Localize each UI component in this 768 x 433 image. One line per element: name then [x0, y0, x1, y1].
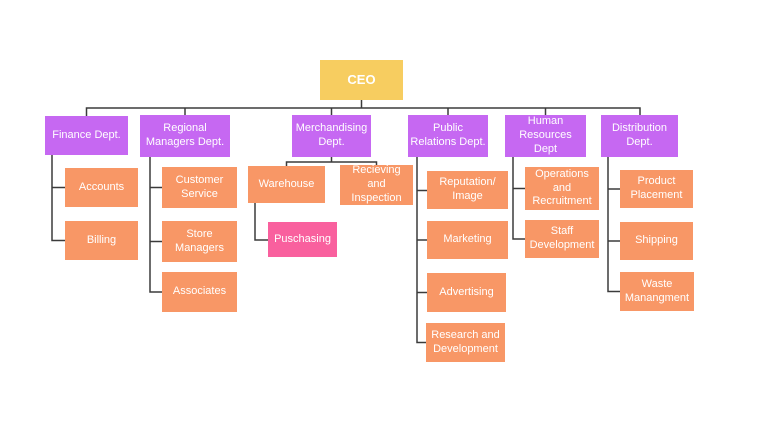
org-node-finance-dept[interactable]: Finance Dept.	[45, 116, 128, 155]
org-node-merchandising-dept[interactable]: Merchandising Dept.	[292, 115, 371, 157]
org-node-public-relations-dept[interactable]: Public Relations Dept.	[408, 115, 488, 157]
org-node-customer-service[interactable]: Customer Service	[162, 167, 237, 208]
org-node-product-placement[interactable]: Product Placement	[620, 170, 693, 208]
org-node-puschasing[interactable]: Puschasing	[268, 222, 337, 257]
org-node-ceo[interactable]: CEO	[320, 60, 403, 100]
org-node-human-resources-dept[interactable]: Human Resources Dept	[505, 115, 586, 157]
org-node-accounts[interactable]: Accounts	[65, 168, 138, 207]
connector-distribution-children	[607, 157, 620, 293]
connector-public-relations-children	[416, 157, 427, 344]
org-node-recieving-and-inspection[interactable]: Recieving and Inspection	[340, 164, 413, 205]
org-node-operations-and-recruitment[interactable]: Operations and Recruitment	[525, 167, 599, 210]
org-node-shipping[interactable]: Shipping	[620, 222, 693, 260]
org-node-staff-development[interactable]: Staff Development	[525, 220, 599, 258]
connector-finance-children	[51, 155, 65, 242]
org-node-reputation-image[interactable]: Reputation/ Image	[427, 171, 508, 209]
org-node-advertising[interactable]: Advertising	[427, 273, 506, 312]
org-node-research-and-development[interactable]: Research and Development	[426, 323, 505, 362]
connector-human-resources-children	[512, 157, 525, 240]
connector-warehouse-puschasing	[254, 203, 268, 241]
org-node-associates[interactable]: Associates	[162, 272, 237, 312]
org-node-store-managers[interactable]: Store Managers	[162, 221, 237, 262]
org-node-distribution-dept[interactable]: Distribution Dept.	[601, 115, 678, 157]
org-node-warehouse[interactable]: Warehouse	[248, 166, 325, 203]
connector-regional-children	[149, 157, 162, 293]
org-node-regional-managers-dept[interactable]: Regional Managers Dept.	[140, 115, 230, 157]
org-node-billing[interactable]: Billing	[65, 221, 138, 260]
org-node-marketing[interactable]: Marketing	[427, 221, 508, 259]
connector-ceo-to-departments	[85, 100, 641, 116]
org-node-waste-management[interactable]: Waste Manangment	[620, 272, 694, 311]
